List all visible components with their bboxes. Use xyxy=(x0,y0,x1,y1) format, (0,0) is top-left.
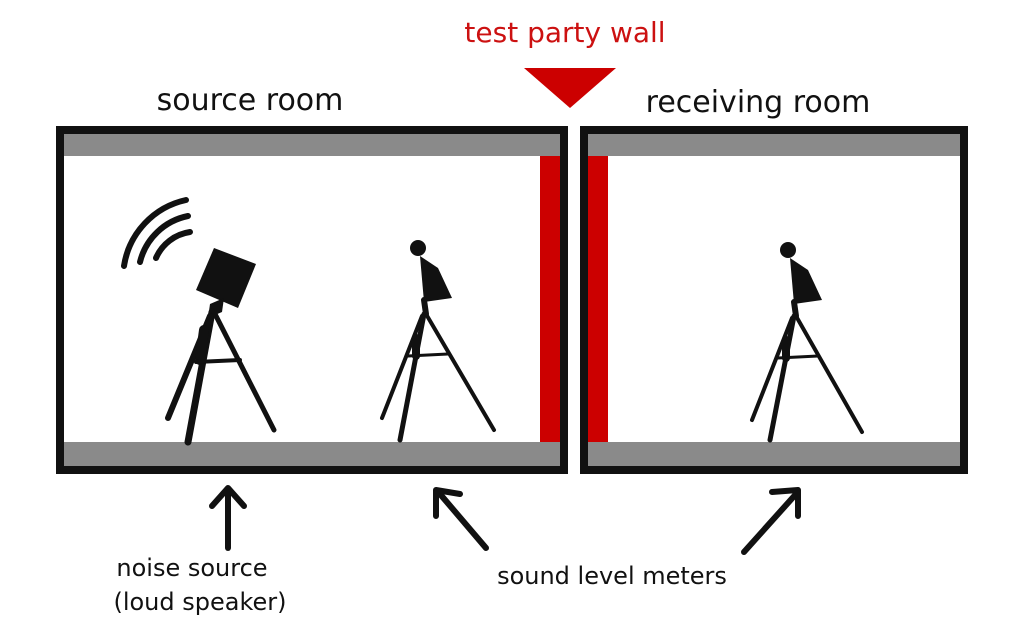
sound-wave-1 xyxy=(153,229,193,261)
receiving-ceiling xyxy=(588,134,960,156)
arrow-to-meter-receiving xyxy=(741,487,801,555)
sound-level-meter-receiving xyxy=(750,242,864,443)
sound-level-meter-source xyxy=(380,240,496,443)
receiving-side-wall-red xyxy=(588,156,608,442)
source-ceiling xyxy=(64,134,560,156)
arrow-to-loudspeaker xyxy=(209,485,247,551)
loud-speaker-label: (loud speaker) xyxy=(113,588,286,616)
loudspeaker xyxy=(121,197,277,446)
wall-marker-triangle xyxy=(524,68,616,108)
source-side-wall-red xyxy=(540,156,560,442)
noise-source-label: noise source xyxy=(116,554,267,582)
sound-level-meters-label: sound level meters xyxy=(497,562,727,590)
source-room xyxy=(56,126,568,474)
speaker-body xyxy=(196,248,256,308)
source-room-label: source room xyxy=(157,83,344,118)
receiving-room-label: receiving room xyxy=(646,85,871,120)
test-party-wall-label: test party wall xyxy=(464,16,665,49)
arrow-to-meter-source xyxy=(433,487,489,551)
receiving-floor xyxy=(588,442,960,466)
sound-wave-2 xyxy=(137,213,191,265)
sound-wave-3 xyxy=(121,197,189,269)
source-floor xyxy=(64,442,560,466)
